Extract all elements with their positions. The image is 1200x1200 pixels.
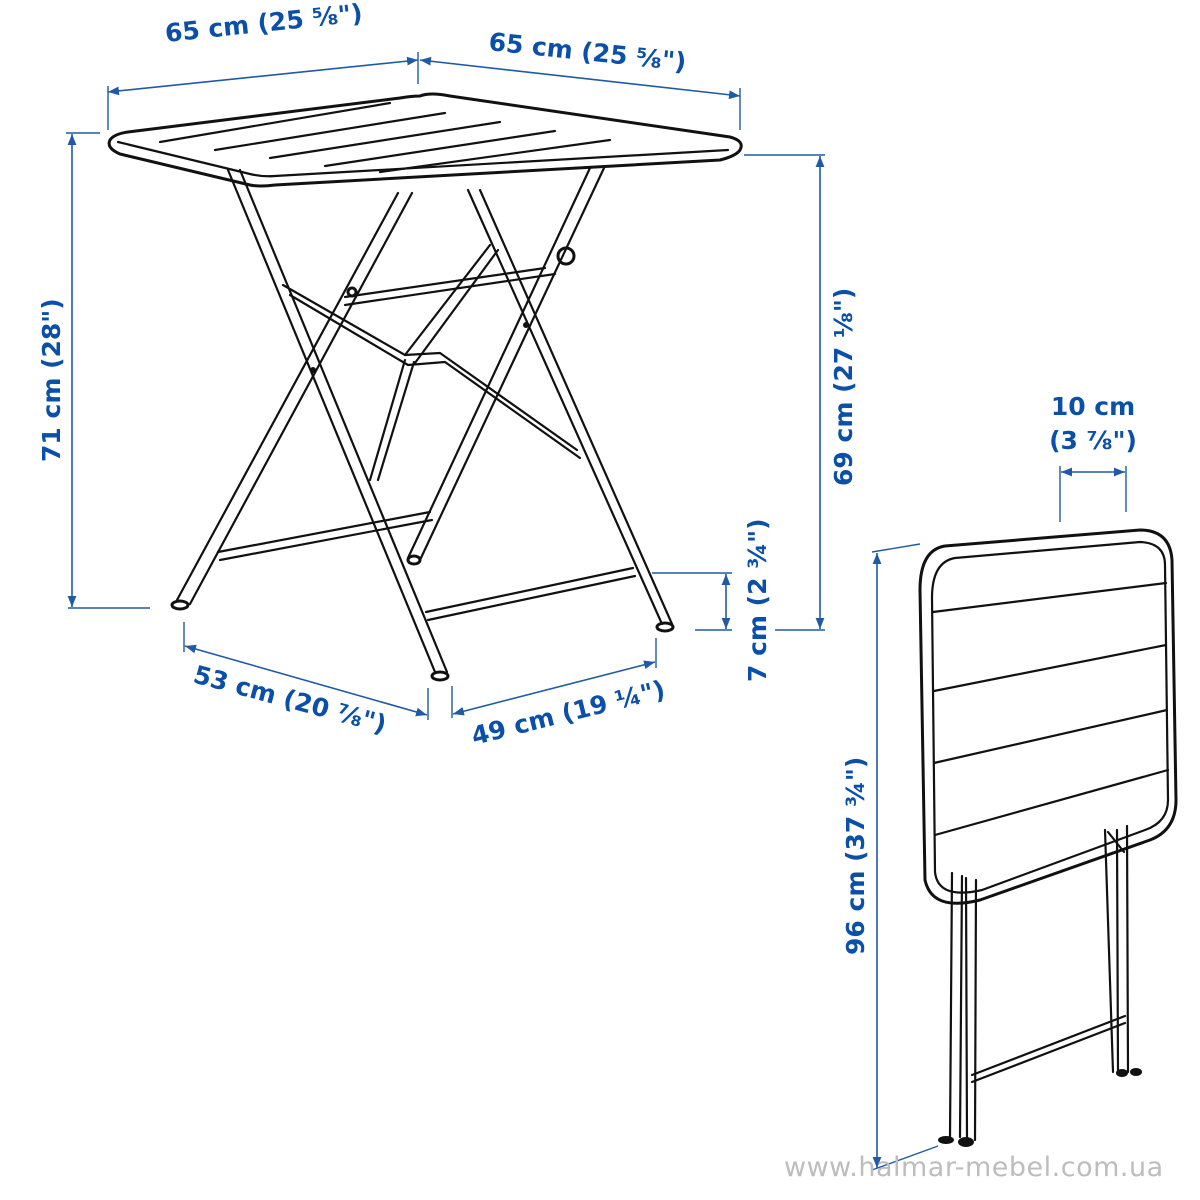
label-total-height: 71 cm (28") bbox=[37, 298, 66, 462]
label-folded-thickness-in: (3 ⅞") bbox=[1049, 426, 1137, 455]
label-top-width-right: 65 cm (25 ⅝") bbox=[487, 27, 687, 77]
unfolded-table-drawing bbox=[107, 92, 743, 682]
label-base-depth-left: 53 cm (20 ⅞") bbox=[190, 660, 389, 739]
label-folded-height: 96 cm (37 ¾") bbox=[841, 757, 870, 955]
label-top-width-left: 65 cm (25 ⅝") bbox=[164, 0, 364, 48]
label-folded-thickness-cm: 10 cm bbox=[1051, 392, 1135, 421]
dimension-total-height: 71 cm (28") bbox=[37, 132, 150, 609]
dimension-underside-height: 69 cm (27 ⅛") bbox=[744, 154, 858, 631]
dimension-base-depth-left: 53 cm (20 ⅞") bbox=[183, 622, 429, 739]
watermark-text: www.halmar-mebel.com.ua bbox=[784, 1152, 1164, 1183]
dimension-foot-height: 7 cm (2 ¾") bbox=[652, 518, 772, 682]
dimension-base-depth-right: 49 cm (19 ¼") bbox=[451, 638, 668, 751]
dimension-folded-thickness: 10 cm (3 ⅞") bbox=[1049, 392, 1137, 522]
label-foot-height: 7 cm (2 ¾") bbox=[743, 518, 772, 682]
label-underside-height: 69 cm (27 ⅛") bbox=[829, 288, 858, 486]
dimension-folded-height: 96 cm (37 ¾") bbox=[841, 543, 939, 1171]
label-base-depth-right: 49 cm (19 ¼") bbox=[468, 675, 667, 751]
folded-table-drawing bbox=[918, 528, 1178, 1147]
dimension-top-width-left: 65 cm (25 ⅝") bbox=[107, 0, 419, 130]
